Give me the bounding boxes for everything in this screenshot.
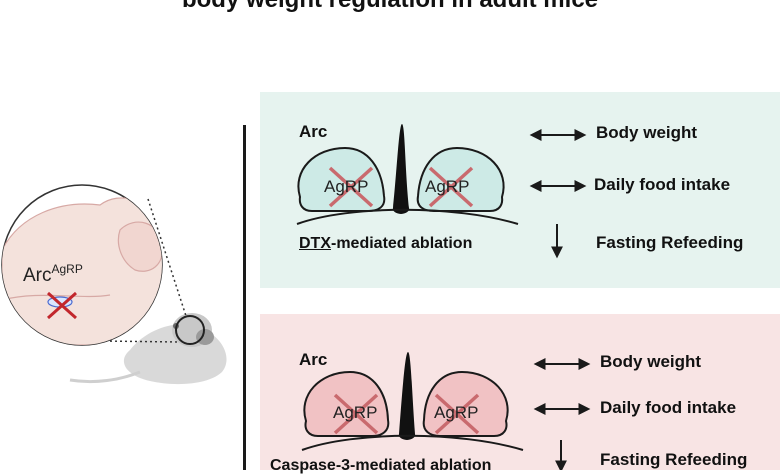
bottom-foodintake-label: Daily food intake <box>600 398 737 417</box>
dtx-text: DTX <box>299 235 331 252</box>
top-effect-arrows <box>529 129 587 259</box>
section-divider <box>243 125 246 470</box>
top-left-nucleus-label: AgRP <box>324 177 369 196</box>
arc-label-sup: AgRP <box>51 262 83 276</box>
bottom-arc-nuclei <box>301 352 524 451</box>
top-refeeding-label: Fasting Refeeding <box>596 233 744 252</box>
bottom-ablation-label: Caspase-3-mediated ablation <box>270 457 492 474</box>
zoom-target-circle <box>175 315 205 345</box>
ablation-rest-text: -mediated ablation <box>331 235 473 252</box>
top-arc-label: Arc <box>299 122 328 141</box>
bottom-effect-arrows <box>533 358 591 470</box>
arc-label-main: Arc <box>23 265 52 286</box>
top-right-nucleus-label: AgRP <box>425 177 470 196</box>
top-ablation-label: DTX-mediated ablation <box>299 235 472 253</box>
magnified-brain <box>1 184 163 346</box>
zoom-line-lower <box>99 340 181 343</box>
bottom-arc-label: Arc <box>299 350 328 369</box>
zoom-line-upper <box>147 198 187 317</box>
bottom-right-nucleus-label: AgRP <box>434 403 479 422</box>
top-bodyweight-label: Body weight <box>596 123 698 142</box>
bottom-left-nucleus-label: AgRP <box>333 403 378 422</box>
figure-title: body weight regulation in adult mice <box>0 0 780 14</box>
top-foodintake-label: Daily food intake <box>594 175 731 194</box>
arc-agrp-label: ArcAgRP <box>23 262 83 287</box>
bottom-refeeding-label: Fasting Refeeding <box>600 450 748 469</box>
bottom-bodyweight-label: Body weight <box>600 352 702 371</box>
top-arc-nuclei <box>296 124 519 225</box>
